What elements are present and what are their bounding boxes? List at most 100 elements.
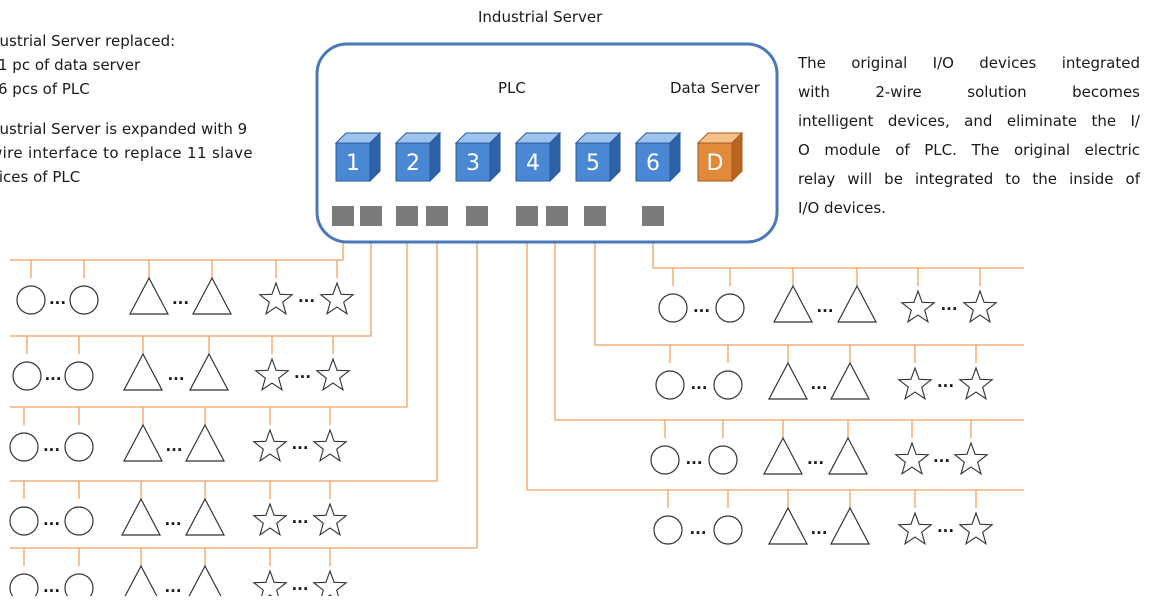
ellipsis: ... [164, 511, 181, 529]
circle-device-icon [713, 515, 743, 545]
ellipsis: ... [933, 448, 950, 466]
plc-unit-2: 2 [394, 131, 442, 183]
cube-front [455, 142, 491, 182]
ellipsis: ... [294, 364, 311, 382]
plc-unit-5: 5 [574, 131, 622, 183]
triangle-device-icon [121, 564, 161, 601]
interface-port [426, 206, 448, 226]
ellipsis: ... [164, 578, 181, 596]
star-device-icon [894, 441, 930, 476]
star-device-icon [312, 502, 348, 537]
circle-device-icon [713, 370, 743, 400]
interface-port [396, 206, 418, 226]
triangle-device-icon [121, 497, 161, 536]
star-device-icon [953, 441, 989, 476]
bus-line [10, 226, 372, 337]
bus-line [526, 226, 1024, 491]
bus-line [594, 226, 1024, 346]
right-note-line: I/O devices. [798, 199, 886, 217]
interface-port [584, 206, 606, 226]
star-device-icon [254, 357, 290, 392]
cube-label: 4 [526, 151, 540, 176]
ellipsis: ... [291, 576, 308, 594]
cube-front [635, 142, 671, 182]
left-note-line: vices of PLC [0, 168, 81, 186]
ellipsis: ... [291, 509, 308, 527]
left-note-line: 6 pcs of PLC [0, 80, 90, 98]
cube-label: 6 [646, 151, 660, 176]
right-note-line: with 2-wire solution becomes [798, 83, 1140, 101]
bus-line [10, 226, 478, 549]
star-device-icon [897, 366, 933, 401]
circle-device-icon [658, 293, 688, 323]
ellipsis: ... [43, 511, 60, 529]
circle-device-icon [9, 506, 39, 536]
ellipsis: ... [690, 375, 707, 393]
circle-device-icon [650, 445, 680, 475]
cube-label: 3 [466, 151, 480, 176]
ellipsis: ... [685, 450, 702, 468]
triangle-device-icon [189, 352, 229, 391]
triangle-device-icon [768, 506, 808, 545]
triangle-device-icon [830, 361, 870, 400]
ellipsis: ... [44, 366, 61, 384]
interface-port [360, 206, 382, 226]
cube-front [575, 142, 611, 182]
star-device-icon [312, 569, 348, 601]
left-note-line: dustrial Server is expanded with 9 [0, 120, 248, 138]
triangle-device-icon [123, 423, 163, 462]
cube-label: D [707, 151, 724, 176]
ellipsis: ... [937, 518, 954, 536]
ellipsis: ... [937, 373, 954, 391]
circle-device-icon [69, 285, 99, 315]
circle-device-icon [64, 361, 94, 391]
star-device-icon [258, 281, 294, 316]
circle-device-icon [64, 432, 94, 462]
left-note-line: 1 pc of data server [0, 56, 141, 74]
ellipsis: ... [167, 366, 184, 384]
left-note-line: wire interface to replace 11 slave [0, 144, 253, 162]
star-device-icon [958, 511, 994, 546]
cube-label: 2 [406, 151, 420, 176]
circle-device-icon [64, 573, 94, 601]
bus-wires [10, 226, 1024, 549]
ellipsis: ... [940, 296, 957, 314]
interface-port [642, 206, 664, 226]
left-note-line: dustrial Server replaced: [0, 32, 176, 50]
right-notes: The original I/O devices integrated with… [798, 49, 1140, 223]
circle-device-icon [655, 370, 685, 400]
star-device-icon [252, 502, 288, 537]
circle-device-icon [64, 506, 94, 536]
triangle-device-icon [192, 276, 232, 315]
triangle-device-icon [185, 423, 225, 462]
circle-device-icon [12, 361, 42, 391]
star-device-icon [900, 289, 936, 324]
ellipsis: ... [689, 520, 706, 538]
ellipsis: ... [49, 290, 66, 308]
star-device-icon [958, 366, 994, 401]
ellipsis: ... [43, 578, 60, 596]
star-device-icon [252, 569, 288, 601]
right-note-line: The original I/O devices integrated [798, 54, 1140, 72]
right-note-line: O module of PLC. The original electric [798, 141, 1140, 159]
triangle-device-icon [830, 506, 870, 545]
industrial-server-title: Industrial Server [478, 8, 603, 26]
triangle-device-icon [185, 497, 225, 536]
circle-device-icon [653, 515, 683, 545]
right-note-line: intelligent devices, and eliminate the I… [798, 112, 1140, 130]
star-device-icon [319, 281, 355, 316]
ellipsis: ... [816, 298, 833, 316]
cube-front [395, 142, 431, 182]
bus-line [10, 226, 408, 408]
ellipsis: ... [43, 437, 60, 455]
ellipsis: ... [810, 375, 827, 393]
circle-device-icon [708, 445, 738, 475]
bus-line [10, 226, 344, 261]
circle-device-icon [16, 285, 46, 315]
io-device-rows: ........................................… [9, 260, 998, 601]
cube-front [335, 142, 371, 182]
bus-line [554, 226, 1024, 421]
triangle-device-icon [828, 436, 868, 475]
triangle-device-icon [129, 276, 169, 315]
